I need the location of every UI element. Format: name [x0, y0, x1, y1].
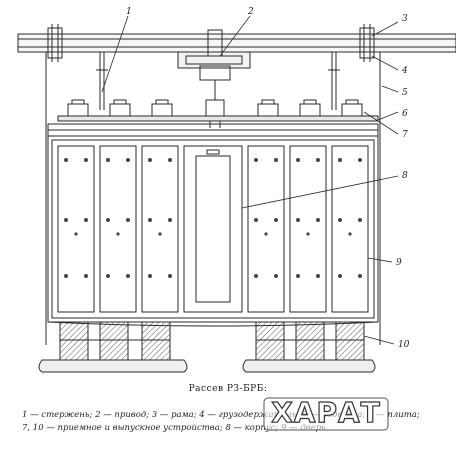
- drive-unit: [177, 29, 251, 128]
- door-latches: [64, 158, 362, 278]
- callout-7: 7: [402, 130, 408, 140]
- doors: [57, 145, 369, 313]
- callout-3: 3: [402, 14, 408, 24]
- legend-line-1: 1 — стержень; 2 — привод; 3 — рама; 4 — …: [22, 410, 420, 420]
- watermark-text: ХАРАТ: [271, 395, 381, 429]
- callout-6: 6: [402, 109, 408, 119]
- housing: [47, 135, 379, 327]
- legend-line-2: 7, 10 — приемное и выпускное устройства;…: [22, 423, 326, 433]
- watermark-badge: [263, 397, 389, 431]
- top-plate: [47, 115, 379, 137]
- caption-title: Рассев РЗ-БРБ:: [188, 384, 268, 394]
- callout-9: 9: [396, 258, 402, 268]
- callout-8: 8: [402, 171, 408, 181]
- callout-2: 2: [247, 7, 254, 17]
- callout-5: 5: [402, 88, 408, 98]
- outlet-devices: [59, 321, 365, 361]
- inlet-devices: [67, 99, 363, 117]
- callout-1: 1: [126, 7, 132, 17]
- callout-10: 10: [398, 340, 410, 350]
- leader-lines: [101, 15, 399, 345]
- base-supports: [38, 359, 376, 373]
- callout-4: 4: [401, 66, 408, 76]
- suspension-rods: [45, 51, 384, 345]
